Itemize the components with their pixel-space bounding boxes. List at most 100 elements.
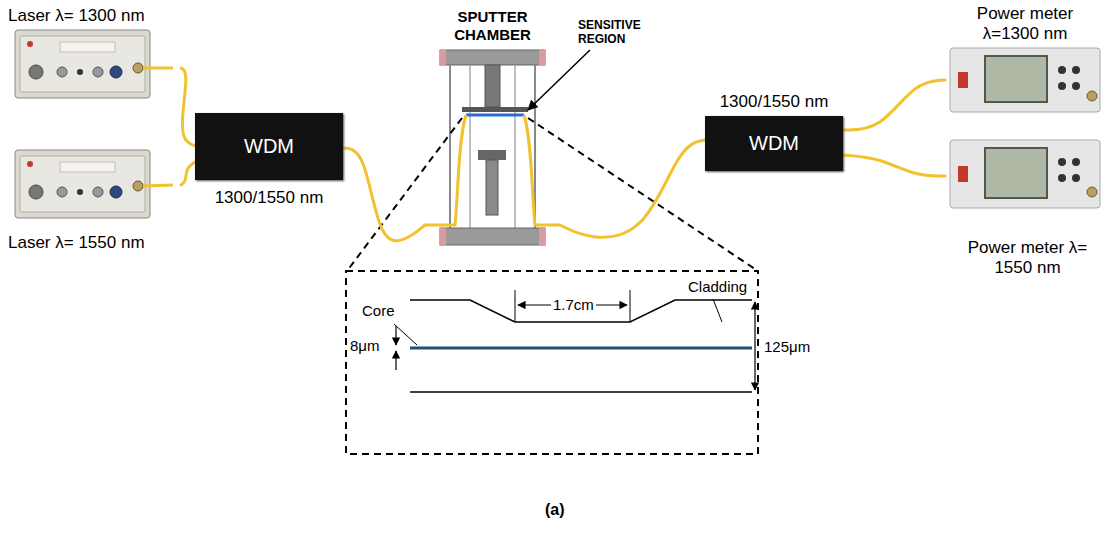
optical-fiber [181,68,195,146]
laser-source-part [110,186,122,198]
laser-source [15,30,150,98]
dimension-label: Core [362,302,395,320]
spacer [945,136,1110,238]
spacer [8,26,181,96]
sputter-chamber-part [524,115,560,225]
laser-source-part [93,67,103,77]
power-meter-part [958,72,968,88]
laser-source-part [60,162,115,172]
fiber-profile-part [630,290,631,321]
power-meter-part [958,166,968,182]
device-label: 1300/1550 nm [705,92,843,112]
device-label: SPUTTER CHAMBER [445,8,540,44]
power-meter-part [1058,66,1066,74]
wdm-box: WDM 1300/1550 nm [195,113,343,208]
power-meter: Power meter λ=1300 nm [945,4,1105,113]
spacer [195,180,343,188]
power-meter-part [1058,174,1066,182]
laser-source-part [77,189,83,195]
fiber-stub [143,67,173,70]
dimension-label: 8μm [350,337,379,355]
sputter-chamber-part [486,160,498,215]
fiber-profile [394,290,755,392]
sputter-chamber-part [440,228,545,245]
fiber-stub [143,185,173,186]
sputter-chamber-part [440,50,545,65]
sputter-chamber-part [514,65,516,228]
sputter-chamber-part [425,115,466,225]
power-meter-part [1072,66,1080,74]
laser-source-part [133,63,143,73]
power-meter [950,48,1100,112]
fiber-profile-part [394,324,417,345]
laser-source-part [77,69,83,75]
optical-fiber [343,148,425,241]
optical-fiber [843,80,945,130]
spacer [425,44,560,244]
dimension-label: 1.7cm [551,296,596,314]
laser-source-part [60,42,115,52]
fiber-profile-part [515,290,516,321]
wdm-label: WDM [195,113,343,180]
laser-source-part [133,181,143,191]
power-meter-part [985,148,1047,198]
zoom-callout-part [346,271,758,454]
device-label: 1300/1550 nm [195,188,343,208]
optical-fiber [181,162,195,185]
laser-source-part [93,187,103,197]
fiber-profile-part [395,351,396,370]
dimension-label: Cladding [688,278,747,296]
power-meter-part [1072,82,1080,90]
sputter-chamber-part [449,65,451,228]
region-callout: SENSITIVE REGION [578,18,663,47]
laser-source-part [57,187,67,197]
sputter-chamber-part [485,65,500,107]
panel-tag: (a) [545,500,565,519]
laser-source-part [29,65,43,79]
sputter-chamber-part [462,107,528,112]
device-label: Laser λ= 1300 nm [8,6,181,26]
optical-fiber [843,155,945,176]
wdm-box: 1300/1550 nm WDM [705,92,843,171]
fiber-profile-part [754,302,755,390]
sputter-chamber-part [466,114,524,117]
power-meter-part [1058,158,1066,166]
sputter-chamber-part [469,65,471,228]
optical-fiber [560,140,705,237]
laser-source-part [15,150,150,218]
sputter-chamber-part [539,228,545,245]
sputter-chamber-part [539,50,545,65]
sputter-chamber: SPUTTER CHAMBER [425,8,560,244]
fiber-profile-part [410,347,752,350]
power-meter-part [950,140,1100,208]
sputter-chamber-part [440,228,446,245]
spacer [945,45,1105,113]
power-meter-part [1072,174,1080,182]
zoom-callout-part [347,118,462,271]
laser-source: Laser λ= 1550 nm [8,145,181,253]
laser-source-part [15,30,150,98]
fiber-profile-part [410,391,752,393]
sputter-chamber-part [478,150,506,160]
leader-line [528,50,590,110]
laser-source [15,150,150,218]
spacer [8,145,181,233]
power-meter-part [985,56,1047,102]
fiber-profile-part [395,326,396,345]
power-meter [950,140,1100,208]
device-label: Laser λ= 1550 nm [8,233,181,253]
laser-source-part [110,66,122,78]
wdm-label: WDM [705,116,843,171]
power-meter: Power meter λ= 1550 nm [945,136,1110,279]
power-meter-part [1087,91,1097,101]
sputter-chamber-part [440,50,446,65]
laser-source-part [29,185,43,199]
device-label: Power meter λ= 1550 nm [965,238,1090,279]
laser-source-part [20,36,145,92]
sputter-chamber [425,50,560,245]
laser-source-part [27,41,33,47]
power-meter-part [950,48,1100,112]
